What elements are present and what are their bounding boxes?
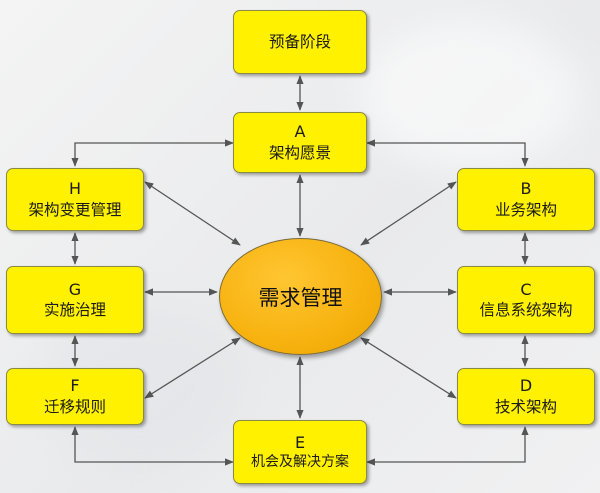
node-g-letter: G: [68, 279, 82, 299]
node-c-letter: C: [520, 279, 532, 299]
connector-d-center: [360, 337, 457, 399]
node-g: G 实施治理: [6, 266, 144, 334]
connector-d-e: [366, 426, 529, 466]
node-a: A 架构愿景: [233, 112, 367, 173]
node-c: C 信息系统架构: [457, 266, 595, 334]
node-b-letter: B: [520, 179, 532, 199]
node-d-title: 技术架构: [494, 397, 557, 416]
center-node-title: 需求管理: [258, 285, 343, 310]
node-d: D 技术架构: [457, 368, 595, 425]
node-h: H 架构变更管理: [6, 168, 144, 231]
node-f-letter: F: [70, 376, 80, 396]
connector-f-center: [144, 337, 241, 399]
node-b-title: 业务架构: [494, 200, 557, 219]
node-c-title: 信息系统架构: [479, 301, 573, 320]
node-f-title: 迁移规则: [43, 397, 106, 416]
node-prelim: 预备阶段: [233, 10, 367, 74]
center-node-requirements: 需求管理: [219, 238, 382, 355]
node-a-letter: A: [294, 122, 306, 142]
node-a-title: 架构愿景: [268, 143, 331, 162]
node-b: B 业务架构: [457, 168, 595, 231]
node-prelim-title: 预备阶段: [268, 32, 331, 51]
connector-b-center: [360, 181, 457, 246]
connector-a-b: [366, 139, 529, 167]
node-e-title: 机会及解决方案: [251, 454, 349, 471]
connector-h-center: [144, 181, 241, 246]
node-f: F 迁移规则: [6, 368, 144, 425]
node-e: E 机会及解决方案: [233, 420, 367, 484]
connector-f-e: [71, 426, 234, 466]
node-h-title: 架构变更管理: [28, 200, 122, 219]
node-e-letter: E: [294, 432, 306, 452]
node-h-letter: H: [68, 179, 82, 199]
node-g-title: 实施治理: [43, 301, 106, 320]
node-d-letter: D: [519, 376, 533, 396]
connector-a-h: [71, 139, 234, 167]
